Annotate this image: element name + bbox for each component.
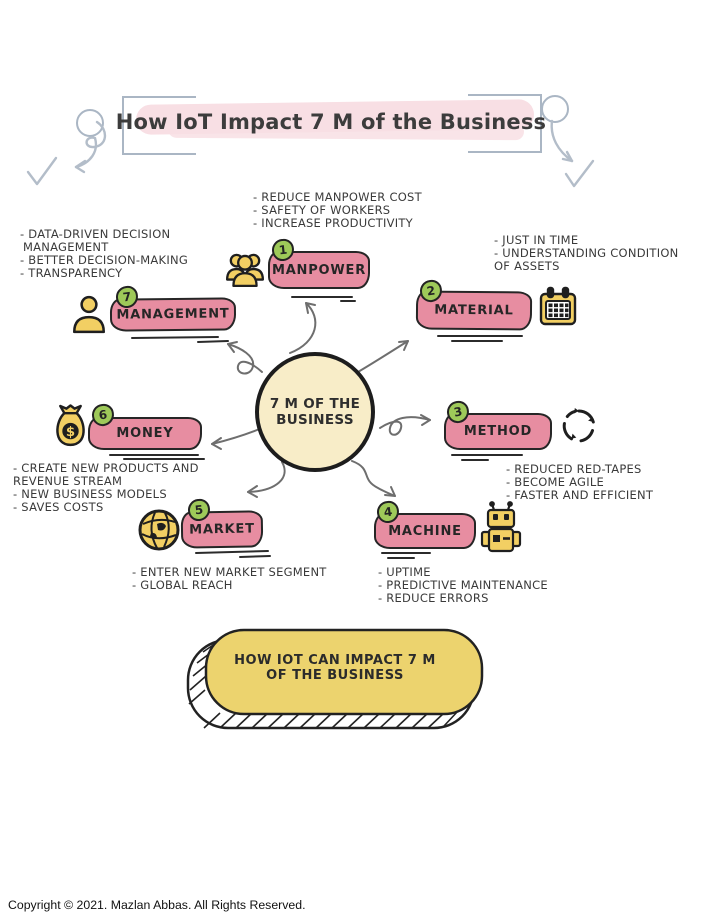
bullet-line: - NEW BUSINESS MODELS (13, 487, 167, 501)
bullet-line: - UPTIME (378, 565, 431, 579)
arrow-to-method (379, 416, 431, 436)
underline-material (437, 335, 523, 342)
money-bag-icon: $ (52, 404, 89, 451)
method-bullets: - REDUCED RED-TAPES - BECOME AGILE - FAS… (506, 463, 653, 502)
underline-method (451, 454, 523, 461)
bullet-line: - ENTER NEW MARKET SEGMENT (132, 565, 327, 579)
underline-manpower (291, 296, 356, 302)
svg-text:$: $ (66, 425, 75, 440)
underline-machine (381, 552, 431, 559)
cycle-icon (559, 406, 599, 446)
checkmark-left (26, 156, 58, 186)
branch-pill-manpower: MANPOWER (268, 251, 370, 289)
arrow-to-machine (351, 460, 396, 497)
material-bullets: - JUST IN TIME - UNDERSTANDING CONDITION… (494, 234, 679, 273)
bullet-line: OF ASSETS (494, 259, 560, 273)
bullet-line: - REDUCED RED-TAPES (506, 462, 642, 476)
bullet-line: - REDUCE MANPOWER COST (253, 190, 422, 204)
central-hub: 7 M OF THE BUSINESS (255, 352, 375, 472)
bottom-banner (182, 626, 488, 736)
bullet-line: - SAFETY OF WORKERS (253, 203, 391, 217)
branch-pill-machine: MACHINE (374, 513, 476, 549)
bullet-line: - FASTER AND EFFICIENT (506, 488, 654, 502)
sketch-circle-left (76, 109, 104, 137)
arrow-to-money (211, 427, 263, 445)
title-frame-left-bracket (122, 96, 196, 155)
page-title: How IoT Impact 7 M of the Business (115, 110, 547, 134)
market-bullets: - ENTER NEW MARKET SEGMENT - GLOBAL REAC… (132, 566, 327, 592)
robot-icon (479, 500, 523, 556)
bullet-line: - CREATE NEW PRODUCTS AND (13, 461, 199, 475)
arrow-to-material (357, 340, 409, 373)
branch-pill-money: MONEY (88, 417, 202, 450)
bullet-line: - GLOBAL REACH (132, 578, 233, 592)
bullet-line: - JUST IN TIME (494, 233, 579, 247)
banner-text: HOW IOT CAN IMPACT 7 M OF THE BUSINESS (212, 653, 458, 684)
banner-line1: HOW IOT CAN IMPACT 7 M (234, 653, 436, 668)
bullet-line: REVENUE STREAM (13, 474, 123, 488)
hub-label-line2: BUSINESS (276, 412, 354, 428)
underline-market (195, 550, 271, 558)
money-bullets: - CREATE NEW PRODUCTS AND REVENUE STREAM… (13, 462, 199, 514)
bullet-line: - BETTER DECISION-MAKING (20, 253, 188, 267)
machine-bullets: - UPTIME - PREDICTIVE MAINTENANCE - REDU… (378, 566, 548, 605)
bullet-line: - UNDERSTANDING CONDITION (494, 246, 679, 260)
globe-icon (137, 508, 181, 552)
calendar-icon (538, 286, 578, 328)
people-icon (224, 248, 266, 288)
arrow-to-manpower (289, 302, 317, 354)
checkmark-right (564, 159, 595, 188)
underline-management (131, 336, 229, 343)
bullet-line: - PREDICTIVE MAINTENANCE (378, 578, 548, 592)
bullet-line: - DATA-DRIVEN DECISION (20, 227, 171, 241)
bullet-line: - BECOME AGILE (506, 475, 605, 489)
banner-line2: OF THE BUSINESS (266, 668, 404, 684)
management-bullets: - DATA-DRIVEN DECISION MANAGEMENT - BETT… (20, 228, 188, 280)
manpower-bullets: - REDUCE MANPOWER COST - SAFETY OF WORKE… (253, 191, 422, 230)
arrow-to-market (247, 461, 286, 493)
bullet-line: - SAVES COSTS (13, 500, 104, 514)
arrow-to-management (227, 343, 263, 375)
person-icon (70, 294, 108, 334)
hub-label-line1: 7 M OF THE (269, 395, 361, 412)
underline-money (109, 454, 205, 460)
title-frame-right-bracket (468, 94, 542, 153)
bullet-line: - REDUCE ERRORS (378, 591, 489, 605)
bullet-line: MANAGEMENT (23, 240, 109, 254)
copyright-text: Copyright © 2021. Mazlan Abbas. All Righ… (8, 898, 306, 912)
bullet-line: - INCREASE PRODUCTIVITY (253, 216, 413, 230)
bullet-line: - TRANSPARENCY (20, 266, 123, 280)
